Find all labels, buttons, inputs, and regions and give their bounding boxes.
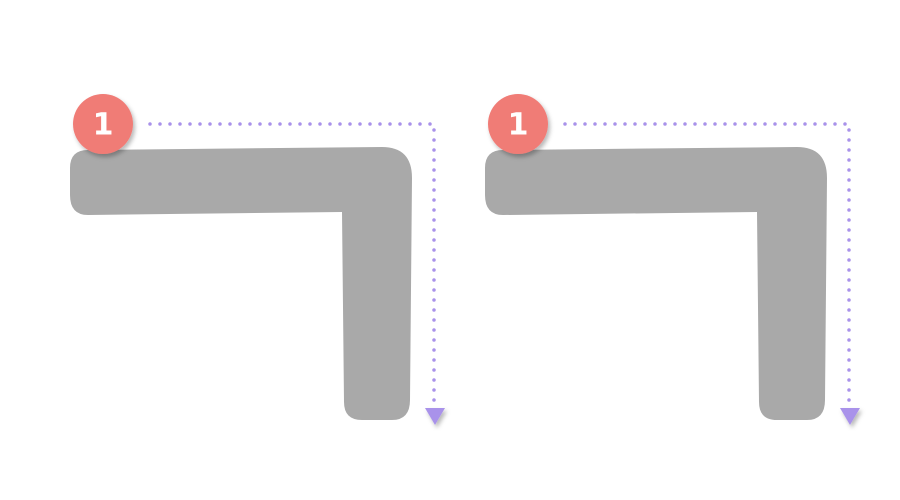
arrow-head-icon [840,408,860,425]
stroke-number: 1 [508,108,529,143]
stroke-badge-circle [488,94,548,154]
stroke-guide-dotted [563,122,851,406]
arrow-head-icon [425,408,445,425]
stroke-badge-circle [73,94,133,154]
glyph-stroke [485,147,827,420]
stroke-badge: 1 [73,94,133,154]
panel-right: 1 [485,94,860,425]
stroke-guide-dotted [148,122,436,406]
glyph-stroke [70,147,412,420]
stroke-number: 1 [93,108,114,143]
panel-left: 1 [70,94,445,425]
stroke-badge: 1 [488,94,548,154]
